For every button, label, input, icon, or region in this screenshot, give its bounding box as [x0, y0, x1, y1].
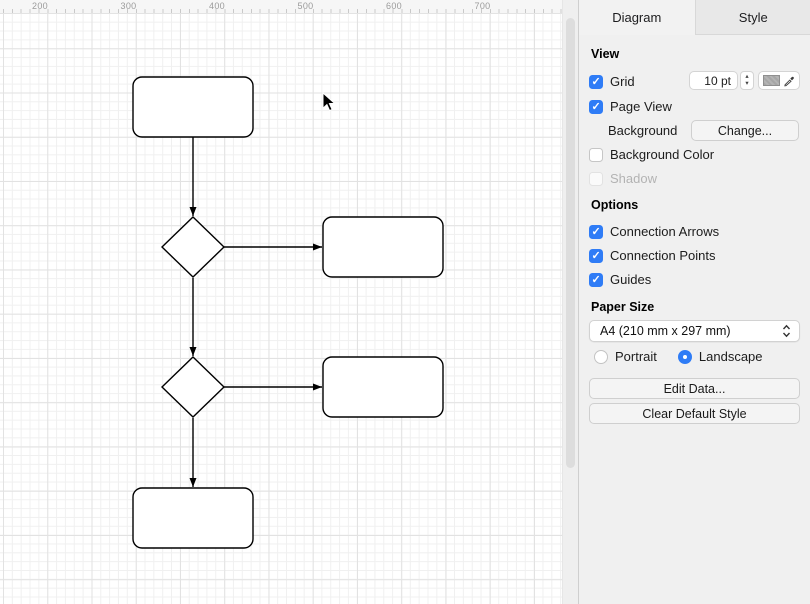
ruler-label: 300 — [120, 1, 137, 11]
paper-size-section-title: Paper Size — [591, 300, 655, 314]
panel-tabbar: Diagram Style — [579, 0, 810, 35]
connection-points-label: Connection Points — [610, 248, 716, 263]
landscape-radio[interactable] — [677, 349, 692, 364]
stepper-down-icon[interactable]: ▾ — [745, 79, 749, 87]
grid-size-stepper[interactable]: ▴ ▾ — [740, 71, 754, 90]
grid-color-swatch — [763, 75, 781, 86]
diagram-canvas[interactable]: 200 300 400 500 600 700 — [0, 0, 562, 604]
format-panel: Diagram Style View Grid 10 pt ▴ ▾ Page V… — [578, 0, 810, 604]
grid-color-button[interactable] — [758, 71, 800, 90]
flowchart-node-diamond[interactable] — [160, 216, 226, 278]
horizontal-ruler: 200 300 400 500 600 700 — [0, 0, 562, 14]
connection-arrows-checkbox[interactable] — [589, 224, 603, 239]
grid-label: Grid — [610, 74, 635, 89]
background-label: Background — [608, 123, 678, 138]
ruler-ticks — [0, 9, 562, 13]
grid-size-input[interactable]: 10 pt — [689, 71, 738, 90]
flowchart-node-rounded-rect[interactable] — [132, 487, 254, 549]
ruler-label: 600 — [386, 1, 402, 11]
select-up-down-chevrons-icon — [782, 324, 791, 338]
flowchart-node-rounded-rect[interactable] — [322, 216, 444, 278]
shadow-checkbox — [589, 171, 603, 186]
landscape-label: Landscape — [698, 349, 763, 364]
background-change-button[interactable]: Change... — [691, 120, 799, 141]
vertical-scrollbar-thumb[interactable] — [566, 18, 575, 468]
paper-size-select[interactable]: A4 (210 mm x 297 mm) — [589, 320, 800, 342]
edit-data-button[interactable]: Edit Data... — [589, 378, 800, 399]
portrait-radio[interactable] — [594, 349, 608, 364]
eyedropper-icon — [784, 76, 795, 86]
tab-style[interactable]: Style — [694, 0, 810, 35]
clear-default-style-button[interactable]: Clear Default Style — [589, 403, 800, 424]
background-color-label: Background Color — [610, 147, 715, 162]
portrait-label: Portrait — [615, 349, 657, 364]
vertical-scrollbar-track[interactable] — [562, 0, 578, 604]
ruler-label: 500 — [297, 1, 314, 11]
flowchart-node-rounded-rect[interactable] — [322, 356, 444, 418]
connection-arrows-label: Connection Arrows — [610, 224, 720, 239]
ruler-label: 200 — [32, 1, 48, 11]
page-view-label: Page View — [610, 99, 672, 114]
guides-label: Guides — [610, 272, 652, 287]
options-section-title: Options — [591, 198, 639, 212]
stepper-up-icon[interactable]: ▴ — [745, 73, 749, 80]
tab-diagram[interactable]: Diagram — [579, 0, 695, 35]
page-view-checkbox[interactable] — [589, 99, 603, 114]
flowchart-node-rounded-rect[interactable] — [132, 76, 254, 138]
background-color-checkbox[interactable] — [589, 147, 603, 162]
flowchart — [132, 76, 444, 549]
grid-checkbox[interactable] — [589, 74, 603, 89]
paper-size-selected-value: A4 (210 mm x 297 mm) — [600, 324, 731, 338]
connection-points-checkbox[interactable] — [589, 248, 603, 263]
ruler-label: 700 — [474, 1, 491, 11]
flowchart-node-diamond[interactable] — [160, 356, 226, 418]
shadow-label: Shadow — [610, 171, 657, 186]
ruler-label: 400 — [209, 1, 225, 11]
guides-checkbox[interactable] — [589, 272, 603, 287]
view-section-title: View — [591, 47, 620, 61]
